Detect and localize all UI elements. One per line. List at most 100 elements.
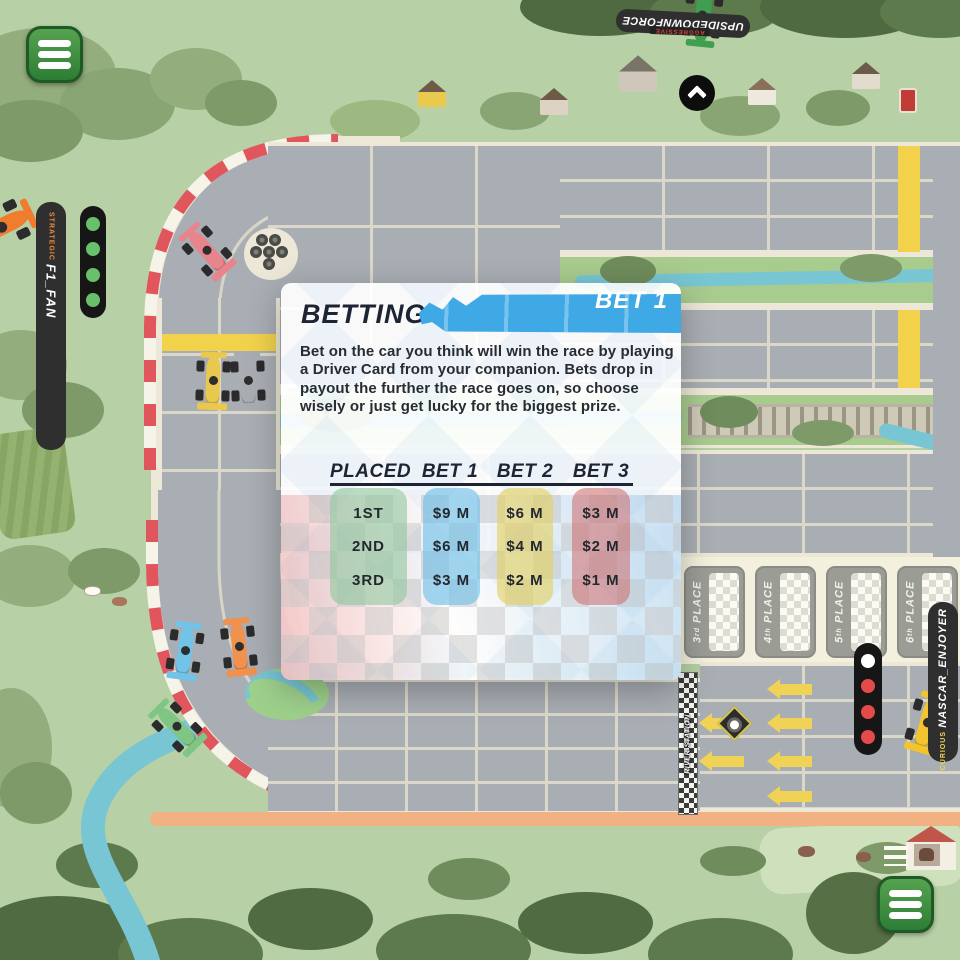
placed-cell: 2ND [351,538,385,555]
betting-card[interactable]: BETTING BET 1 Bet on the car you think w… [281,283,681,680]
bet3-cell: $2 M [582,538,620,555]
hamburger-icon [889,912,922,919]
player-trait: STRATEGIC [47,212,55,261]
tire-stack [269,234,281,246]
tree [0,762,72,824]
direction-arrow [699,751,744,771]
orange-car [219,616,259,678]
hamburger-icon [38,40,71,47]
bet2-column: $6 M $4 M $2 M [497,488,553,605]
start-finish-yellow-strip [898,310,920,388]
chevron-up-icon [687,85,707,105]
hamburger-icon [889,901,922,908]
direction-arrow [767,679,812,699]
light-dot [86,242,100,257]
horse [919,848,934,861]
traffic-light-left [80,206,106,318]
house [852,62,880,89]
tire-stack [263,246,275,258]
bet1-cell: $6 M [432,538,471,555]
tree [428,858,510,900]
tree [840,254,902,282]
direction-arrow [767,713,812,733]
direction-arrow [767,786,812,806]
bet1-cell: $3 M [432,571,471,589]
hamburger-icon [38,62,71,69]
checkered-slot [709,573,739,651]
light-dot [86,267,100,282]
bet-round-label: BET 1 [594,287,668,314]
menu-button-top-left[interactable] [26,26,83,83]
gray-car [230,351,266,411]
col-header-bet2: BET 2 [496,461,554,482]
nameplate-f1-fan: STRATEGIC F1_FAN [36,202,66,450]
bet3-column: $3 M $2 M $1 M [572,488,630,605]
tire-stack [250,246,262,258]
stable [906,826,956,870]
bet2-cell: $6 M [506,504,544,522]
col-header-bet3: BET 3 [572,461,630,482]
light-dot [86,217,100,232]
player-name: NASCAR_ENJOYER [937,608,949,728]
tree [806,90,870,126]
house [418,80,446,107]
tree [480,92,550,130]
start-finish-yellow-strip [898,146,920,252]
cow [856,852,871,862]
light-dot [861,654,875,669]
light-dot [861,729,875,744]
bet2-cell: $2 M [506,571,544,589]
track-rows-upper-right [560,142,960,254]
house [619,55,657,92]
tree [518,892,653,954]
recenter-button[interactable] [679,75,715,111]
track-bottom-band [268,678,700,815]
bet-round-banner [419,294,681,333]
col-header-placed: PLACED [330,461,412,482]
tree [248,888,373,950]
hamburger-icon [38,51,71,58]
tree [700,396,758,428]
placed-column: 1ST 2ND 3RD [330,488,407,605]
col-header-bet1: BET 1 [421,461,479,482]
cow [798,846,815,857]
menu-button-bottom-right[interactable] [877,876,934,933]
betting-table-header: PLACED BET 1 BET 2 BET 3 [330,461,633,486]
yellow-car [195,351,231,411]
light-dot [86,292,100,307]
bet3-cell: $1 M [582,571,620,589]
bet1-column: $9 M $6 M $3 M [423,488,480,605]
tree [68,548,140,594]
checkered-slot [780,573,810,651]
tire-stack [276,246,288,258]
tree [0,100,83,162]
cow [112,597,127,606]
finish-label: RIVER STATION [684,713,692,774]
tire-stack [263,258,275,270]
light-dot [861,704,875,719]
tree [205,80,277,126]
traffic-light-right [854,643,882,755]
bet1-cell: $9 M [432,504,471,522]
hedge [700,846,766,876]
tree [792,420,854,446]
bet2-cell: $4 M [506,538,544,555]
pit-yellow-bar [162,334,276,351]
betting-description: Bet on the car you think will win the ra… [300,343,674,415]
bet3-cell: $3 M [582,504,620,522]
direction-arrow [767,751,812,771]
tree [330,100,420,142]
placed-cell: 1ST [353,504,384,522]
tree [0,545,76,607]
player-name: F1_FAN [43,263,59,319]
checkered-slot [851,573,881,651]
track-right-edge [933,146,960,558]
betting-title: BETTING [301,299,427,329]
billboard-sign [899,88,917,113]
placed-cell: 3RD [351,571,385,589]
fence [884,846,908,866]
